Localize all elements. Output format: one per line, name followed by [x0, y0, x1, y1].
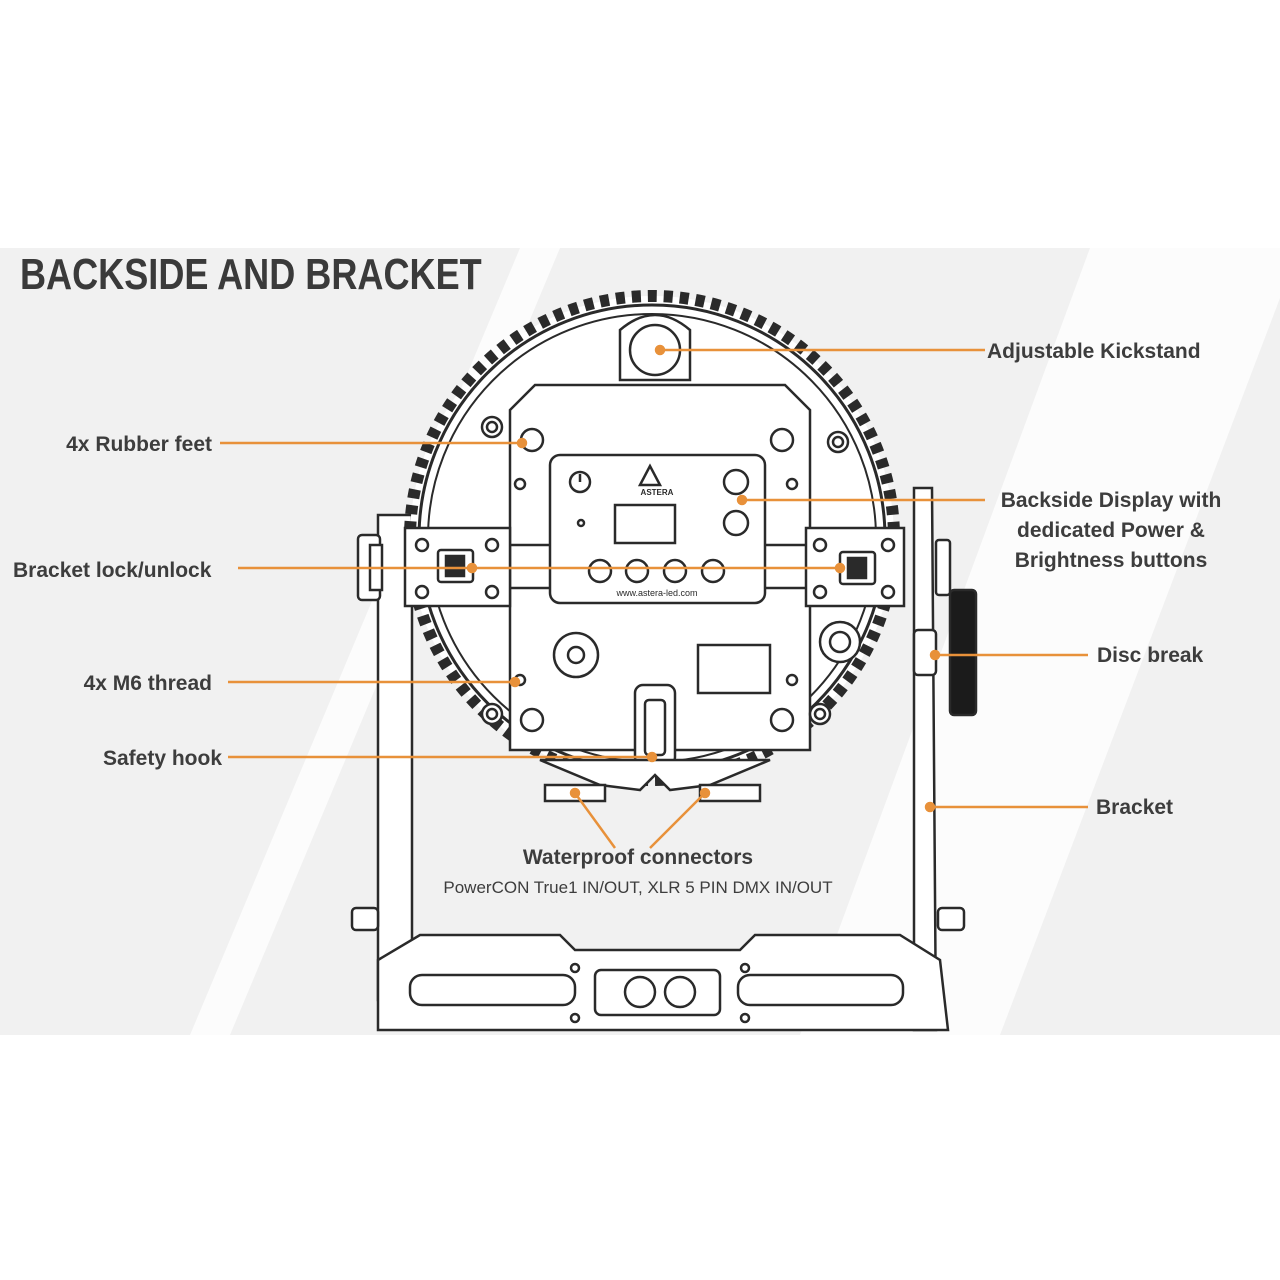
label-display-line3: Brightness buttons	[1014, 549, 1208, 572]
label-display-line1: Backside Display with	[1000, 489, 1222, 512]
bracket	[350, 486, 978, 1032]
label-display-line2: dedicated Power &	[1017, 519, 1205, 542]
label-bracket: Bracket	[1096, 796, 1174, 819]
brand-text: ASTERA	[641, 488, 674, 497]
label-waterproof-sub: PowerCON True1 IN/OUT, XLR 5 PIN DMX IN/…	[443, 878, 833, 897]
label-disc-break: Disc break	[1097, 644, 1204, 667]
leader-lines	[220, 344, 1088, 849]
kickstand	[618, 313, 692, 382]
label-m6-thread: 4x M6 thread	[83, 672, 212, 695]
label-waterproof-connectors: Waterproof connectors	[522, 846, 754, 869]
display-panel	[548, 453, 767, 605]
page-title: BACKSIDE AND BRACKET	[20, 250, 482, 299]
label-bracket-lock: Bracket lock/unlock	[13, 559, 212, 582]
label-safety-hook: Safety hook	[102, 747, 222, 770]
label-rubber-feet: 4x Rubber feet	[66, 433, 212, 456]
url-text: www.astera-led.com	[615, 588, 697, 598]
label-adjustable-kickstand: Adjustable Kickstand	[987, 340, 1201, 363]
